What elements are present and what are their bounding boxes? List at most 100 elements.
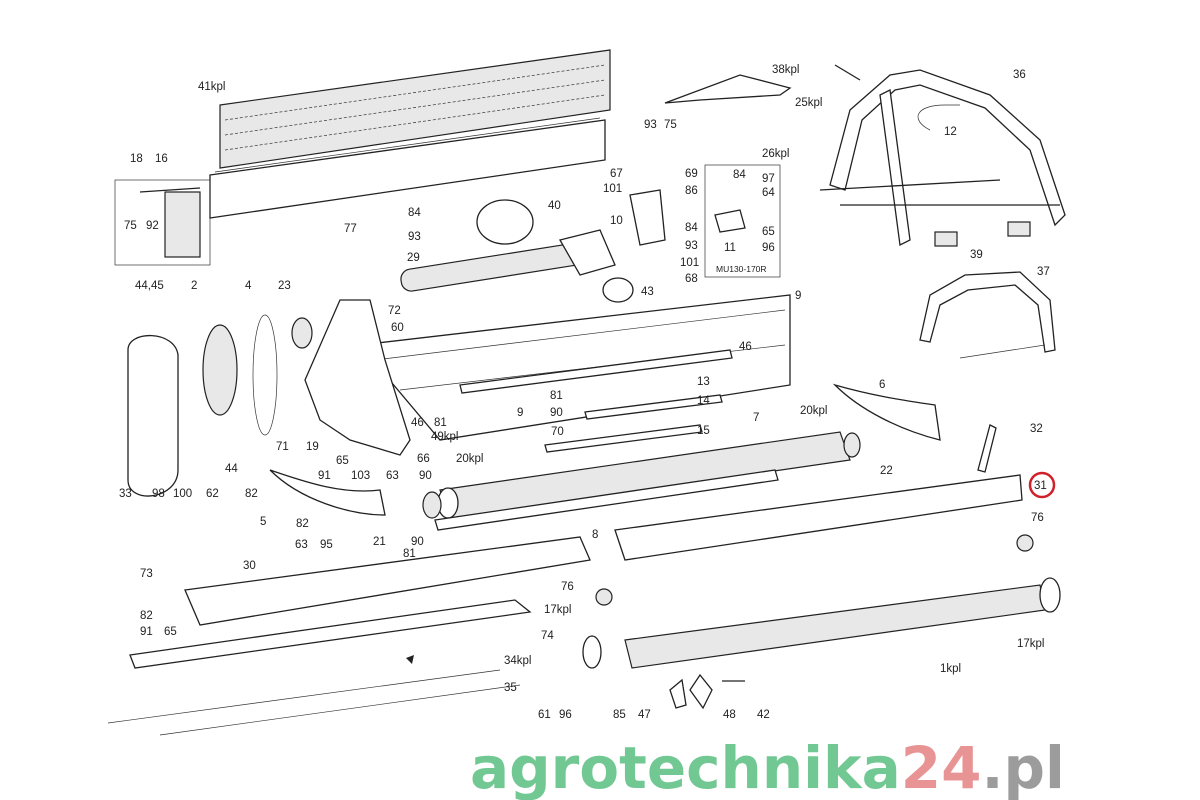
part-label[interactable]: 62 [206, 488, 219, 500]
part-label[interactable]: 75 [664, 119, 677, 131]
part-label[interactable]: 15 [697, 425, 710, 437]
part-label[interactable]: 30 [243, 560, 256, 572]
part-label[interactable]: 71 [276, 441, 289, 453]
part-label[interactable]: 33 [119, 488, 132, 500]
part-label[interactable]: 84 [733, 169, 746, 181]
part-label[interactable]: 84 [685, 222, 698, 234]
part-label[interactable]: 20kpl [456, 453, 484, 465]
part-label[interactable]: 69 [685, 168, 698, 180]
part-label[interactable]: 23 [278, 280, 291, 292]
part-label[interactable]: 90 [411, 536, 424, 548]
part-label[interactable]: 93 [408, 231, 421, 243]
part-label[interactable]: 74 [541, 630, 554, 642]
part-label[interactable]: 98 [152, 488, 165, 500]
part-label[interactable]: 44 [225, 463, 238, 475]
part-label[interactable]: 72 [388, 305, 401, 317]
part-label[interactable]: 60 [391, 322, 404, 334]
part-label[interactable]: 38kpl [772, 64, 800, 76]
part-label[interactable]: 12 [944, 126, 957, 138]
part-label[interactable]: 47 [638, 709, 651, 721]
part-label[interactable]: 16 [155, 153, 168, 165]
part-label[interactable]: 100 [173, 488, 192, 500]
part-label[interactable]: 84 [408, 207, 421, 219]
part-label[interactable]: 81 [550, 390, 563, 402]
part-label[interactable]: 86 [685, 185, 698, 197]
part-label-highlighted[interactable]: 31 [1034, 480, 1047, 492]
part-label[interactable]: 77 [344, 223, 357, 235]
part-label[interactable]: 18 [130, 153, 143, 165]
part-label[interactable]: 95 [320, 539, 333, 551]
part-label[interactable]: 92 [146, 220, 159, 232]
part-label[interactable]: 90 [550, 407, 563, 419]
part-label[interactable]: 40 [548, 200, 561, 212]
part-label[interactable]: 81 [434, 417, 447, 429]
part-label[interactable]: 65 [336, 455, 349, 467]
part-label[interactable]: 41kpl [198, 81, 226, 93]
part-label[interactable]: 46 [739, 341, 752, 353]
part-label[interactable]: 20kpl [800, 405, 828, 417]
part-label[interactable]: 64 [762, 187, 775, 199]
part-label[interactable]: 90 [419, 470, 432, 482]
part-label[interactable]: 97 [762, 173, 775, 185]
part-label[interactable]: 42 [757, 709, 770, 721]
part-label[interactable]: 46 [411, 417, 424, 429]
part-label[interactable]: 25kpl [795, 97, 823, 109]
part-label[interactable]: 4 [245, 280, 252, 292]
part-label[interactable]: 8 [592, 529, 598, 541]
part-label[interactable]: 85 [613, 709, 626, 721]
part-label[interactable]: 70 [551, 426, 564, 438]
part-label[interactable]: 73 [140, 568, 153, 580]
part-label[interactable]: 32 [1030, 423, 1043, 435]
part-label[interactable]: 66 [417, 453, 430, 465]
part-label[interactable]: 39 [970, 249, 983, 261]
part-label[interactable]: 17kpl [544, 604, 572, 616]
part-label[interactable]: 29 [407, 252, 420, 264]
part-label[interactable]: 65 [762, 226, 775, 238]
part-label[interactable]: 10 [610, 215, 623, 227]
part-label[interactable]: 49kpl [431, 431, 459, 443]
part-label[interactable]: 75 [124, 220, 137, 232]
part-label[interactable]: 96 [559, 709, 572, 721]
part-label[interactable]: 5 [260, 516, 266, 528]
part-label[interactable]: 81 [403, 548, 416, 560]
part-label[interactable]: 26kpl [762, 148, 790, 160]
part-label[interactable]: 17kpl [1017, 638, 1045, 650]
part-label[interactable]: 65 [164, 626, 177, 638]
part-label[interactable]: 35 [504, 682, 517, 694]
part-label[interactable]: 103 [351, 470, 370, 482]
part-label[interactable]: 44,45 [135, 280, 164, 292]
part-label[interactable]: 36 [1013, 69, 1026, 81]
part-label[interactable]: 19 [306, 441, 319, 453]
part-label[interactable]: 61 [538, 709, 551, 721]
part-label[interactable]: 6 [879, 379, 885, 391]
part-label[interactable]: 43 [641, 286, 654, 298]
part-label[interactable]: 22 [880, 465, 893, 477]
part-label[interactable]: 9 [517, 407, 523, 419]
part-label[interactable]: 82 [245, 488, 258, 500]
part-label[interactable]: 9 [795, 290, 801, 302]
part-label[interactable]: 93 [644, 119, 657, 131]
part-label[interactable]: 2 [191, 280, 197, 292]
part-label[interactable]: 34kpl [504, 655, 532, 667]
part-label[interactable]: 13 [697, 376, 710, 388]
part-label[interactable]: 93 [685, 240, 698, 252]
part-label[interactable]: 14 [697, 395, 710, 407]
part-label[interactable]: 11 [724, 242, 736, 254]
part-label[interactable]: 91 [318, 470, 331, 482]
part-label[interactable]: 96 [762, 242, 775, 254]
part-label[interactable]: 68 [685, 273, 698, 285]
part-label[interactable]: 76 [1031, 512, 1044, 524]
part-label[interactable]: 82 [140, 610, 153, 622]
part-label[interactable]: 21 [373, 536, 386, 548]
part-label[interactable]: 1kpl [940, 663, 961, 675]
part-label[interactable]: 101 [603, 183, 622, 195]
part-label[interactable]: 37 [1037, 266, 1050, 278]
part-label[interactable]: 76 [561, 581, 574, 593]
part-label[interactable]: 48 [723, 709, 736, 721]
part-label[interactable]: 101 [680, 257, 699, 269]
part-label[interactable]: 7 [753, 412, 759, 424]
part-label[interactable]: 91 [140, 626, 153, 638]
part-label[interactable]: 63 [295, 539, 308, 551]
part-label[interactable]: 63 [386, 470, 399, 482]
part-label[interactable]: 67 [610, 168, 623, 180]
